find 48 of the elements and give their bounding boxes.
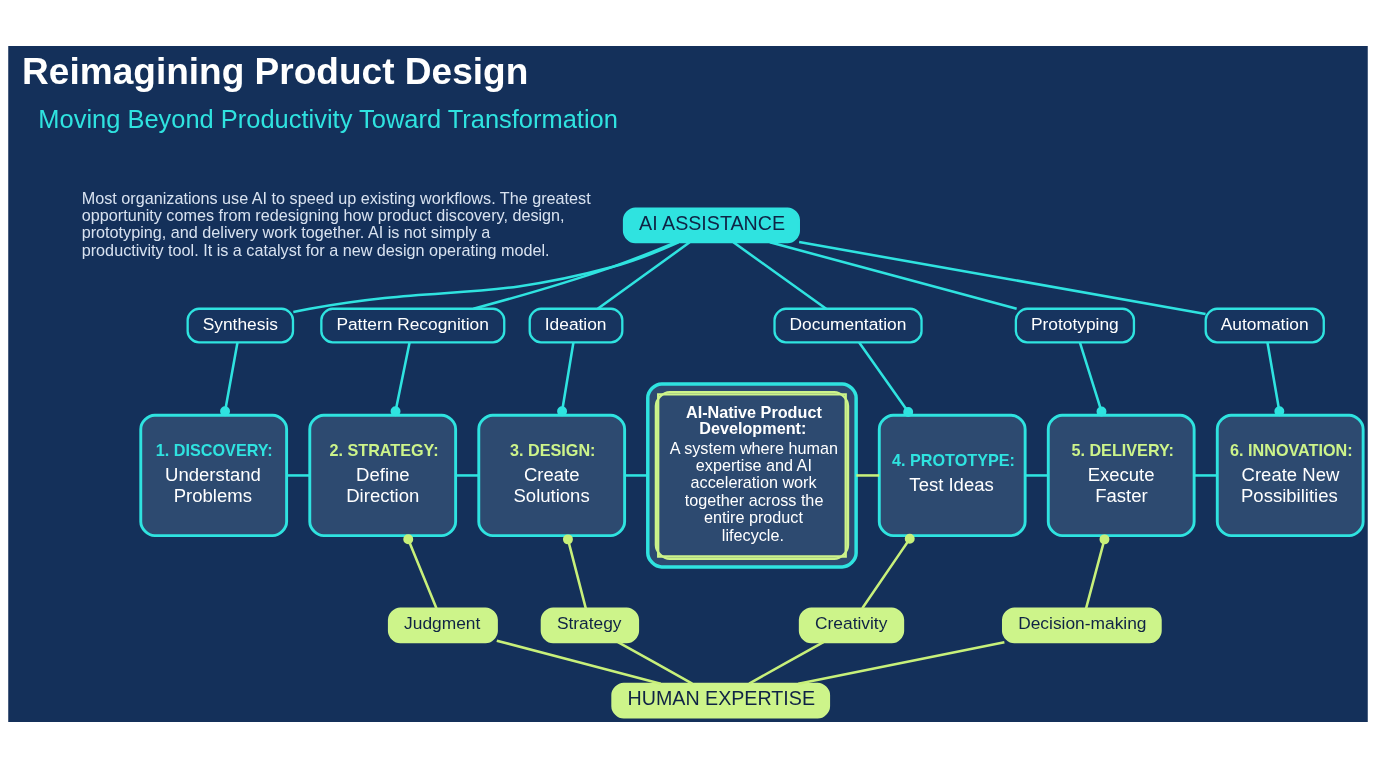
connector — [473, 241, 676, 310]
node-box: Automation — [1204, 307, 1325, 344]
node-box: 3. DESIGN: Create Solutions — [477, 413, 627, 538]
connector — [858, 341, 914, 417]
connector — [1194, 474, 1218, 477]
connector — [769, 241, 1017, 310]
node-box: AI-Native Product Development: A system where human expertise and AI acceleration work together across the entire product lifecycle. — [646, 382, 858, 569]
node-box: 6. INNOVATION: Create New Possibilities — [1215, 413, 1365, 538]
connector — [798, 240, 1206, 316]
label: Moving Beyond Productivity Toward Transformation — [38, 104, 618, 133]
connector — [748, 641, 825, 685]
node-box: 5. DELIVERY: Execute Faster — [1046, 413, 1196, 538]
connector — [1025, 474, 1049, 477]
connector — [732, 241, 827, 310]
connector — [798, 640, 1005, 685]
connector — [293, 241, 680, 314]
connector — [557, 342, 575, 417]
connector — [1266, 342, 1285, 417]
node-box: Pattern Recognition — [320, 307, 506, 344]
connector — [624, 474, 648, 477]
node-box: Strategy — [540, 607, 640, 644]
node-box: AI ASSISTANCE — [622, 207, 800, 244]
node-box: Documentation — [773, 307, 923, 344]
connector — [562, 534, 588, 609]
node-box: Prototyping — [1014, 307, 1136, 344]
label: Most organizations use AI to speed up existing workflows. The greatest opportunity comes from redesigning how product discovery, design, prototyping, and delivery work together. AI is not simply a productivity tool. It is a catalyst for a new design operating model. — [81, 188, 591, 259]
node-box: Ideation — [528, 307, 624, 344]
connector — [455, 474, 479, 477]
node-box: 1. DISCOVERY: Understand Problems — [139, 413, 289, 538]
node-box: Judgment — [387, 607, 498, 644]
node-box: HUMAN EXPERTISE — [611, 682, 831, 719]
node-box: 4. PROTOTYPE: Test Ideas — [877, 413, 1027, 538]
node-box: Decision-making — [1002, 607, 1162, 644]
connector — [390, 342, 411, 417]
connector — [1078, 342, 1107, 417]
connector — [617, 641, 693, 685]
connector — [856, 474, 880, 477]
connector — [1084, 534, 1110, 609]
connector — [496, 639, 661, 685]
node-box: 2. STRATEGY: Define Direction — [308, 413, 458, 538]
connector — [403, 534, 438, 609]
node-box: Synthesis — [186, 307, 295, 344]
connector — [220, 342, 239, 417]
diagram-title: Reimagining Product Design — [22, 49, 529, 92]
connector — [596, 241, 691, 310]
connector — [286, 474, 310, 477]
connector — [861, 533, 915, 610]
node-box: Creativity — [798, 607, 905, 644]
